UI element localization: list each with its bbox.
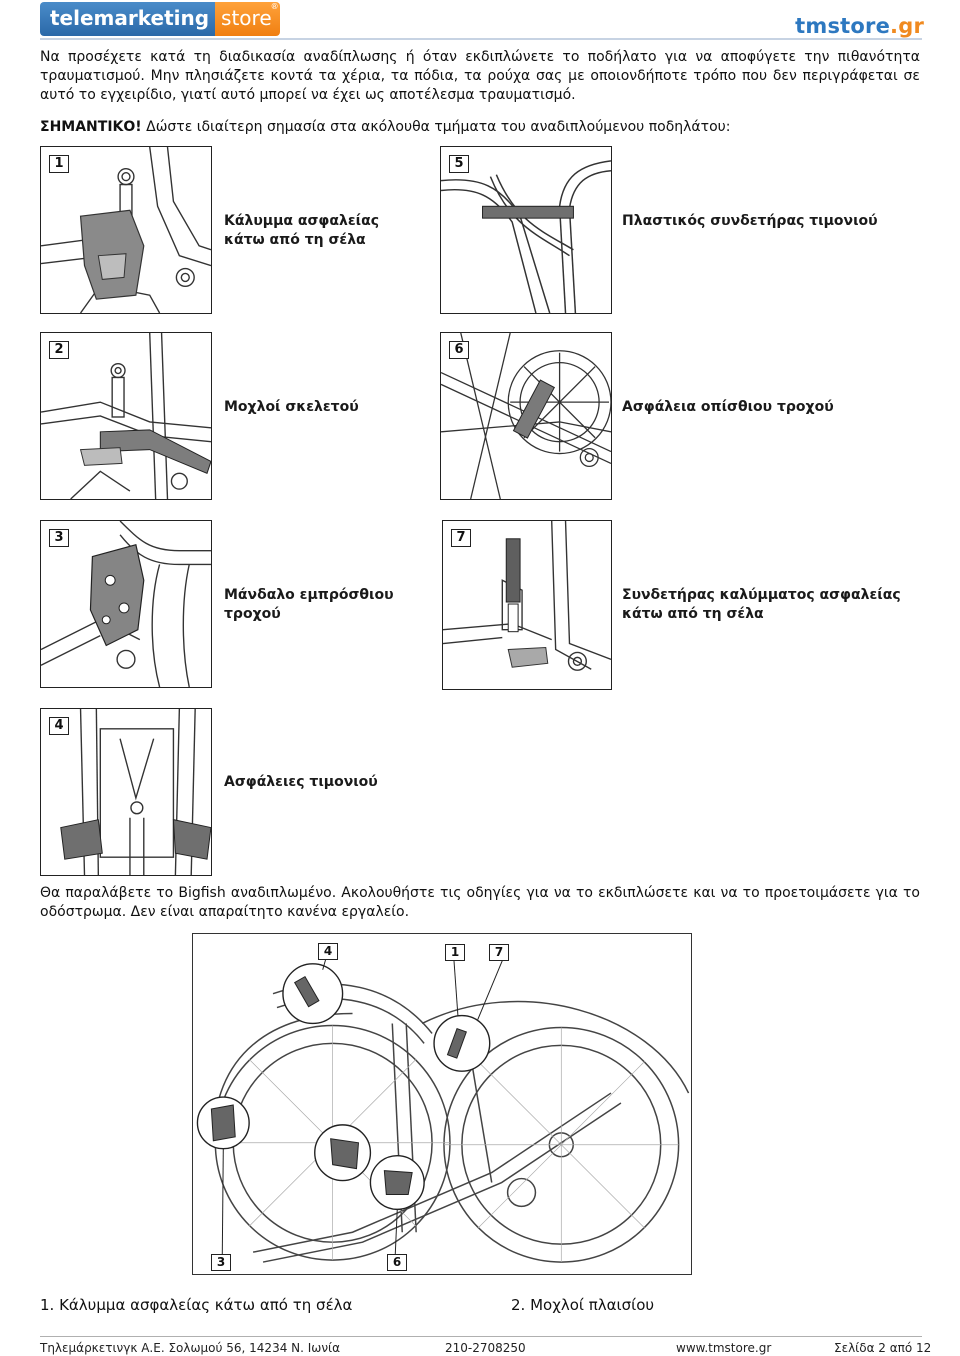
figure-number-badge: 6 (449, 341, 469, 359)
caption-handlebar-plastic-clip: Πλαστικός συνδετήρας τιμονιού (622, 213, 878, 229)
figure-seat-cover-clip: 7 (442, 520, 612, 690)
caption-rear-wheel-lock: Ασφάλεια οπίσθιου τροχού (622, 399, 834, 415)
important-label: ΣΗΜΑΝΤΙΚΟ! (40, 119, 142, 135)
diagram-callout-3: 3 (211, 1254, 231, 1271)
tmstore-logo: tmstore.gr (795, 14, 924, 38)
seat-cover-clip-illustration (443, 521, 611, 671)
important-paragraph: ΣΗΜΑΝΤΙΚΟ! Δώστε ιδιαίτερη σημασία στα α… (40, 118, 920, 137)
figure-handlebar-locks: 4 (40, 708, 212, 876)
figure-rear-wheel-lock: 6 (440, 332, 612, 500)
figure-number-badge: 1 (49, 155, 69, 173)
list-item-seat-safety-cover: 1. Κάλυμμα ασφαλείας κάτω από τη σέλα (40, 1296, 353, 1314)
logo-tmstore-text: tmstore (795, 14, 891, 38)
frame-levers-illustration (41, 333, 211, 499)
figure-handlebar-plastic-clip: 5 (440, 146, 612, 314)
delivery-paragraph: Θα παραλάβετε το Bigfish αναδιπλωμένο. Α… (40, 885, 920, 920)
logo-gr-text: .gr (890, 14, 924, 38)
diagram-callout-6: 6 (387, 1254, 407, 1271)
figure-number-badge: 5 (449, 155, 469, 173)
warning-paragraph: Να προσέχετε κατά τη διαδικασία αναδίπλω… (40, 49, 920, 103)
rear-wheel-lock-illustration (441, 333, 611, 499)
logo-store-text: store (215, 2, 280, 36)
front-wheel-latch-illustration (41, 521, 211, 687)
diagram-callout-7: 7 (489, 944, 509, 961)
folded-bike-illustration (196, 955, 690, 1263)
folded-bike-diagram: 4 1 7 3 6 (192, 933, 692, 1275)
caption-seat-safety-cover: Κάλυμμα ασφαλείας κάτω από τη σέλα (224, 213, 379, 248)
logo-registered-mark: ® (270, 2, 279, 11)
caption-seat-cover-clip: Συνδετήρας καλύμματος ασφαλείας κάτω από… (622, 587, 901, 622)
footer-website-link[interactable]: www.tmstore.gr (676, 1341, 772, 1355)
list-item-frame-levers: 2. Μοχλοί πλαισίου (511, 1296, 655, 1314)
handlebar-clip-illustration (441, 160, 611, 313)
figure-number-badge: 4 (49, 717, 69, 735)
footer-company-address: Τηλεμάρκετινγκ Α.Ε. Σολωμού 56, 14234 Ν.… (40, 1341, 341, 1355)
figure-number-badge: 2 (49, 341, 69, 359)
important-text: Δώστε ιδιαίτερη σημασία στα ακόλουθα τμή… (141, 119, 731, 135)
seat-cover-illustration (41, 147, 211, 313)
figure-front-wheel-latch: 3 (40, 520, 212, 688)
caption-front-wheel-latch: Μάνδαλο εμπρόσθιου τροχού (224, 587, 394, 622)
figure-number-badge: 3 (49, 529, 69, 547)
footer-page-number: Σελίδα 2 από 12 (834, 1341, 932, 1355)
handlebar-locks-illustration (60, 709, 211, 875)
telemarketing-store-logo: telemarketing store ® (40, 2, 280, 36)
header-divider (40, 38, 922, 40)
diagram-callout-4: 4 (318, 943, 338, 960)
diagram-callout-1: 1 (445, 944, 465, 961)
logo-telemarketing-text: telemarketing (40, 2, 216, 36)
figure-seat-safety-cover: 1 (40, 146, 212, 314)
figure-frame-levers: 2 (40, 332, 212, 500)
caption-frame-levers: Μοχλοί σκελετού (224, 399, 359, 415)
figure-number-badge: 7 (451, 529, 471, 547)
footer-divider (40, 1336, 922, 1337)
caption-handlebar-locks: Ασφάλειες τιμονιού (224, 774, 378, 790)
footer-phone: 210-2708250 (445, 1341, 526, 1355)
